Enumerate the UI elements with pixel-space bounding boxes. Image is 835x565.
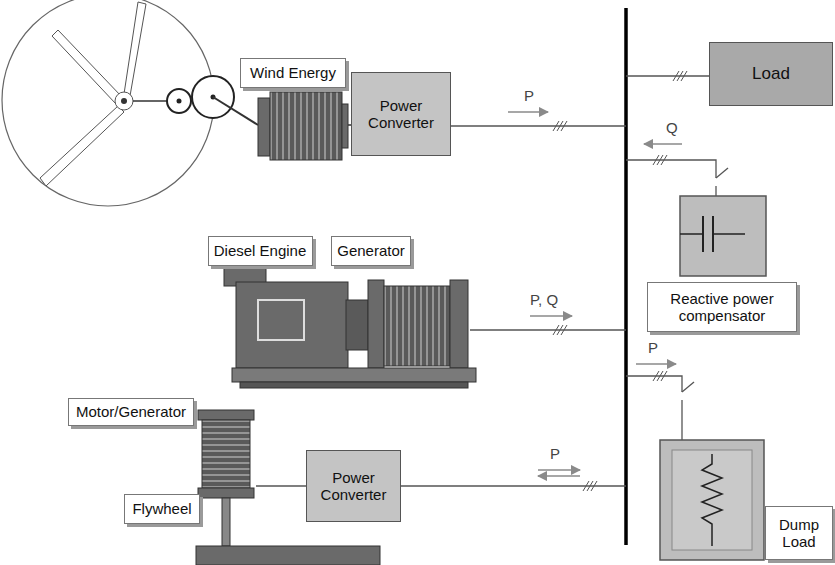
- node-text: Power Converter: [352, 97, 450, 132]
- drawing-stroke: [672, 450, 752, 550]
- drawing-stroke: [716, 168, 728, 178]
- node-text: Motor/Generator: [76, 403, 186, 420]
- drawing-stroke: [446, 125, 626, 126]
- label-box: Dump Load: [765, 506, 833, 560]
- node-text: Wind Energy: [250, 64, 336, 81]
- node-text: Diesel Engine: [214, 242, 307, 259]
- drawing-stroke: [40, 106, 124, 186]
- label-box: Generator: [331, 236, 411, 266]
- drawing-stroke: [124, 2, 146, 96]
- drawing-stroke: [115, 92, 133, 110]
- drawing-stroke: [368, 280, 384, 368]
- node-text: Generator: [337, 242, 405, 259]
- drawing-stroke: [626, 160, 716, 178]
- drawing-stroke: [177, 99, 182, 104]
- drawing-stroke: [236, 282, 348, 368]
- drawing-stroke: [530, 315, 572, 317]
- drawing-stroke: [167, 89, 191, 113]
- node-text: Flywheel: [132, 500, 191, 517]
- drawing-stroke: [661, 155, 667, 165]
- drawing-stroke: [52, 30, 122, 104]
- drawing-stroke: [240, 382, 468, 388]
- drawing-stroke: [2, 0, 214, 206]
- drawing-stroke: [270, 92, 342, 160]
- drawing-stroke: [342, 104, 348, 148]
- drawing-stroke: [715, 186, 716, 196]
- diesel-engine: [224, 264, 368, 368]
- drawing-stroke: [198, 488, 254, 498]
- load-box: Load: [709, 42, 833, 106]
- wind-generator: [258, 92, 356, 160]
- drawing-stroke: [232, 368, 476, 382]
- wires: [256, 76, 728, 486]
- capacitor-bank: [680, 196, 766, 276]
- label-box: Diesel Engine: [208, 236, 313, 266]
- power-converter: Power Converter: [306, 450, 401, 522]
- drawing-stroke: [591, 481, 597, 491]
- drawing-stroke: [384, 286, 450, 366]
- drawing-stroke: [346, 300, 368, 350]
- drawing-stroke: [508, 111, 548, 113]
- drawing-stroke: [681, 400, 682, 440]
- drawing-stroke: [538, 469, 580, 471]
- dump-load-resistor: [660, 440, 764, 560]
- drawing-stroke: [660, 440, 764, 560]
- wind-turbine: [2, 0, 258, 206]
- drawing-stroke: [561, 121, 567, 131]
- drawing-stroke: [538, 475, 580, 477]
- drawing-stroke: [470, 329, 626, 330]
- drawing-stroke: [213, 97, 258, 125]
- flow-label: P: [522, 88, 536, 105]
- node-text: Dump Load: [766, 516, 832, 551]
- drawing-stroke: [702, 454, 722, 546]
- drawing-stroke: [450, 280, 468, 368]
- drawing-stroke: [198, 410, 254, 420]
- drawing-stroke: [258, 300, 304, 340]
- diesel-generator: [232, 280, 476, 388]
- drawing-stroke: [222, 498, 230, 546]
- drawing-stroke: [258, 98, 270, 156]
- label-box: Flywheel: [124, 494, 200, 524]
- drawing-stroke: [121, 98, 127, 104]
- power-converter: Power Converter: [351, 72, 451, 156]
- drawing-stroke: [626, 75, 711, 76]
- drawing-stroke: [256, 485, 311, 486]
- label-box: Reactive power compensator: [647, 282, 797, 332]
- flow-label: P: [646, 340, 660, 357]
- flow-label: P: [548, 446, 562, 463]
- three-phase-marks: [553, 71, 687, 491]
- drawing-stroke: [202, 420, 250, 488]
- label-box: Motor/Generator: [68, 398, 194, 426]
- drawing-stroke: [196, 546, 380, 565]
- flow-label: P, Q: [528, 292, 560, 309]
- drawing-stroke: [680, 196, 766, 276]
- drawing-stroke: [636, 363, 676, 365]
- label-box: Wind Energy: [240, 58, 346, 88]
- drawing-stroke: [682, 382, 694, 392]
- drawing-stroke: [644, 143, 682, 145]
- node-text: Load: [752, 64, 790, 84]
- node-text: Reactive power compensator: [648, 290, 796, 325]
- flow-label: Q: [664, 120, 680, 137]
- drawing-stroke: [680, 233, 703, 235]
- drawing-stroke: [661, 371, 667, 381]
- drawing-stroke: [681, 71, 687, 81]
- drawing-stroke: [713, 233, 745, 235]
- drawing-stroke: [396, 485, 626, 486]
- node-text: Power Converter: [307, 469, 400, 504]
- drawing-stroke: [561, 325, 567, 335]
- bus-bar: [624, 8, 628, 545]
